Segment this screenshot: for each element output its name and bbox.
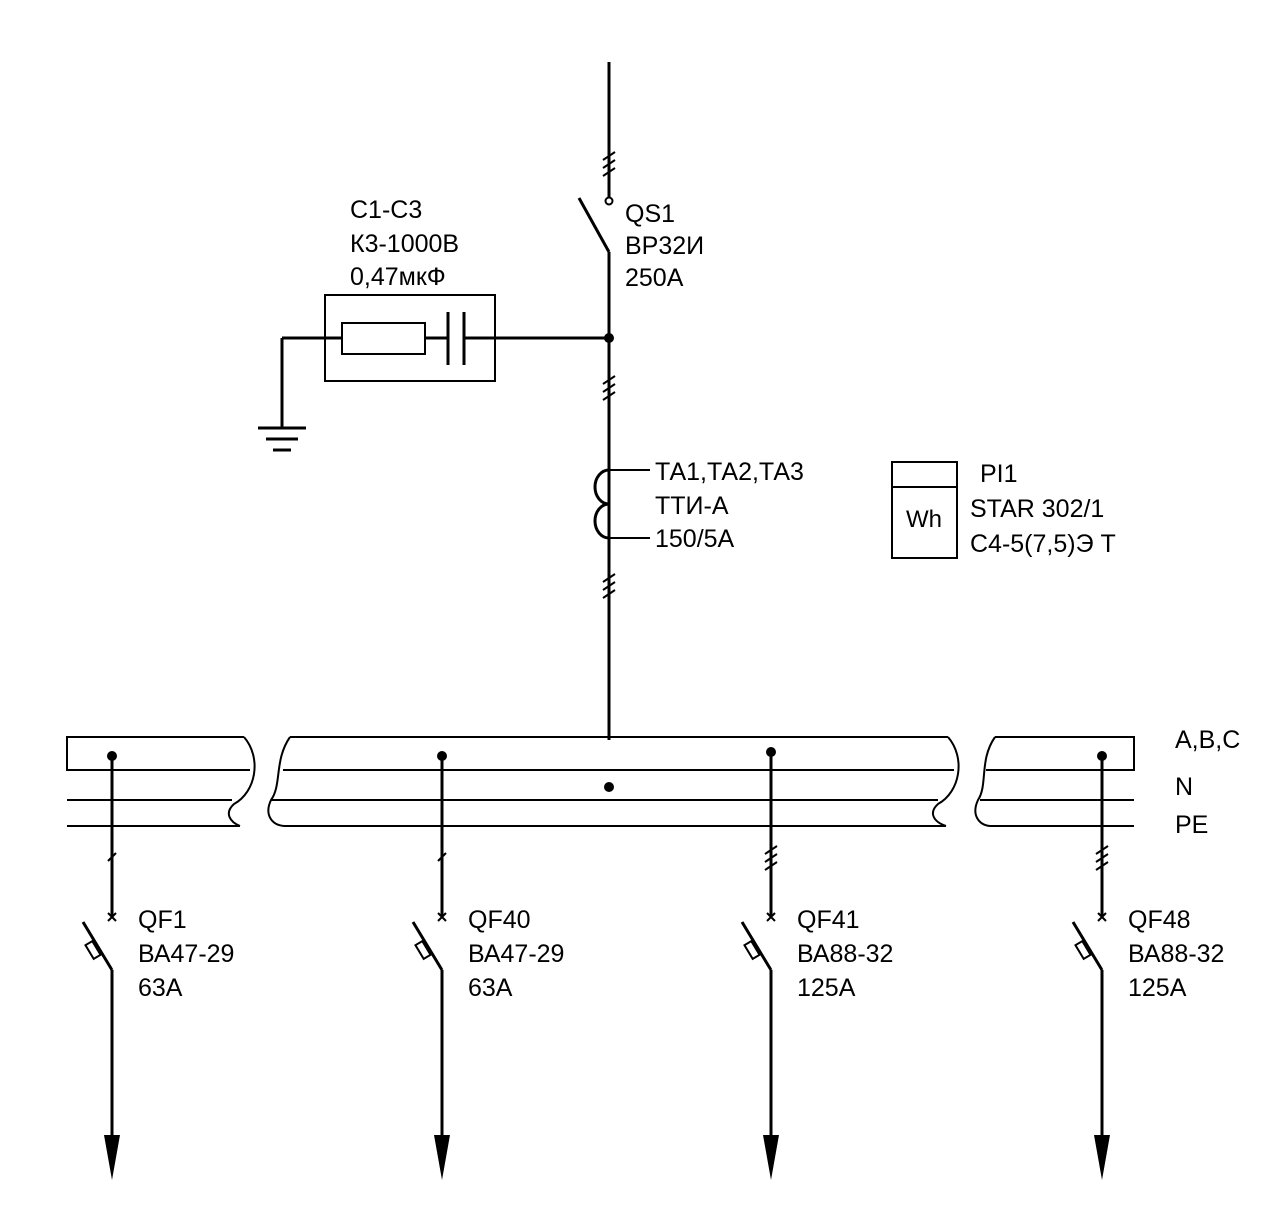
svg-text:QS1: QS1 xyxy=(625,200,675,228)
busbars xyxy=(66,736,1135,827)
svg-text:ВА47-29: ВА47-29 xyxy=(468,940,564,968)
svg-text:QF48: QF48 xyxy=(1128,906,1191,934)
svg-text:К3-1000В: К3-1000В xyxy=(350,230,459,258)
svg-text:A,B,C: A,B,C xyxy=(1175,726,1240,754)
feeder-qf48 xyxy=(1071,751,1110,1180)
svg-text:ТА1,ТА2,ТА3: ТА1,ТА2,ТА3 xyxy=(655,458,804,486)
energy-meter-label: PI1 STAR 302/1 С4-5(7,5)Э Т xyxy=(970,460,1116,558)
feeder-qf40 xyxy=(411,751,450,1180)
svg-text:ТТИ-А: ТТИ-А xyxy=(655,492,729,520)
main-switch-label: QS1 ВР32И 250А xyxy=(625,200,704,292)
svg-text:125А: 125А xyxy=(797,974,856,1002)
svg-text:STAR 302/1: STAR 302/1 xyxy=(970,495,1104,523)
main-switch-blade xyxy=(577,197,611,253)
surge-capacitor-label: С1-С3 К3-1000В 0,47мкФ xyxy=(350,196,459,291)
incoming-feeder xyxy=(577,62,616,792)
breaker-label-qf48: QF48 ВА88-32 125А xyxy=(1128,906,1224,1002)
svg-text:QF1: QF1 xyxy=(138,906,187,934)
feeder-qf41 xyxy=(740,747,779,1180)
svg-text:QF41: QF41 xyxy=(797,906,860,934)
svg-text:0,47мкФ: 0,47мкФ xyxy=(350,263,446,291)
svg-text:PE: PE xyxy=(1175,811,1208,839)
ground-symbol xyxy=(258,426,306,452)
svg-text:ВА47-29: ВА47-29 xyxy=(138,940,234,968)
svg-text:250А: 250А xyxy=(625,264,684,292)
current-transformer-symbol xyxy=(593,468,650,540)
svg-text:ВР32И: ВР32И xyxy=(625,232,704,260)
busbar-labels: A,B,C N PE xyxy=(1175,726,1240,839)
current-transformer-label: ТА1,ТА2,ТА3 ТТИ-А 150/5А xyxy=(655,458,804,553)
svg-text:С4-5(7,5)Э Т: С4-5(7,5)Э Т xyxy=(970,530,1116,558)
breaker-label-qf41: QF41 ВА88-32 125А xyxy=(797,906,893,1002)
svg-text:63А: 63А xyxy=(138,974,183,1002)
svg-text:QF40: QF40 xyxy=(468,906,531,934)
breaker-label-qf1: QF1 ВА47-29 63А xyxy=(138,906,234,1002)
svg-text:PI1: PI1 xyxy=(980,460,1018,488)
svg-text:С1-С3: С1-С3 xyxy=(350,196,422,224)
meter-symbol: Wh xyxy=(906,506,942,533)
feeder-qf1 xyxy=(81,751,120,1180)
svg-text:ВА88-32: ВА88-32 xyxy=(1128,940,1224,968)
svg-text:125А: 125А xyxy=(1128,974,1187,1002)
svg-text:N: N xyxy=(1175,773,1193,801)
surge-capacitor-block xyxy=(280,294,609,428)
svg-text:63А: 63А xyxy=(468,974,513,1002)
svg-text:150/5А: 150/5А xyxy=(655,525,735,553)
energy-meter: Wh xyxy=(891,461,958,559)
svg-text:ВА88-32: ВА88-32 xyxy=(797,940,893,968)
breaker-label-qf40: QF40 ВА47-29 63А xyxy=(468,906,564,1002)
